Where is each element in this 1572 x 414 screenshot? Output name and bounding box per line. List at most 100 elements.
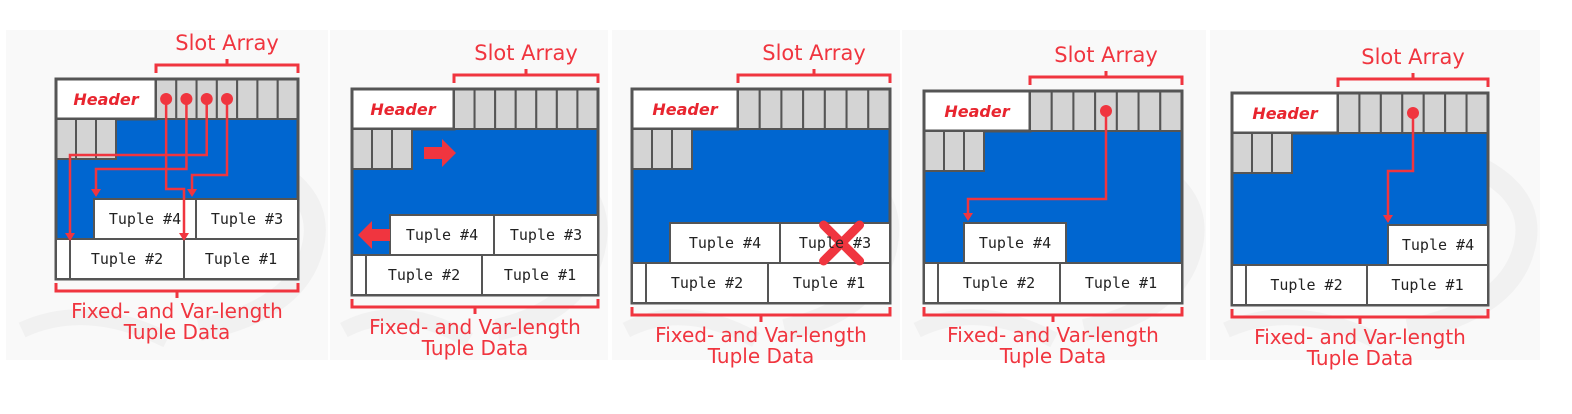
watermark-swoosh: [622, 309, 760, 348]
tuple-data-label-line1: Fixed- and Var-length: [655, 323, 867, 347]
header-cell: [630, 87, 740, 131]
tuple-box: [183, 238, 299, 280]
slot-pointer-line: [966, 111, 1108, 215]
slot-cell-overflow: [651, 128, 673, 170]
slot-pointer-dot: [180, 93, 193, 105]
diagram-graphics: [6, 30, 328, 360]
tuple-label: Tuple #2: [387, 266, 461, 284]
slot-pointer-line: [68, 99, 208, 237]
tuple-label: Tuple #3: [509, 226, 583, 244]
slot-cell: [758, 88, 783, 130]
slot-pointer-dot: [160, 93, 173, 105]
slot-cell: [802, 88, 826, 130]
arrow-head: [65, 233, 75, 241]
tuple-box: [365, 254, 483, 296]
tuple-data-bracket: [350, 299, 600, 314]
tuple-box: [1059, 262, 1183, 304]
header-label: Header: [73, 89, 139, 109]
slot-cell-overflow: [631, 128, 653, 170]
tuple-data-label-line2: Tuple Data: [1306, 346, 1414, 370]
slot-pointer-line: [1386, 113, 1415, 217]
watermark-swoosh: [340, 309, 473, 347]
slot-cell: [236, 78, 259, 120]
tuple-label: Tuple #2: [962, 274, 1036, 292]
tuple-label: Tuple #3: [798, 234, 872, 252]
slot-cell: [453, 88, 476, 130]
tuple-box: [1245, 264, 1368, 306]
tuple-label: Tuple #4: [1401, 236, 1475, 254]
slot-cell: [1379, 92, 1404, 134]
tuple-label: Tuple #1: [503, 266, 577, 284]
tuple-data-label-line1: Fixed- and Var-length: [71, 299, 283, 323]
tuple-box: [389, 214, 495, 256]
slot-cell: [576, 88, 600, 130]
tuple-label: Tuple #1: [792, 274, 866, 292]
diagram-graphics: [902, 30, 1206, 360]
tuple-box: [195, 198, 299, 240]
slot-array-label: Slot Array: [1361, 45, 1465, 69]
tuple-label: Tuple #4: [978, 234, 1052, 252]
tuple-data-label-line2: Tuple Data: [123, 320, 231, 344]
slot-cell: [1337, 92, 1361, 134]
slot-cell: [514, 88, 538, 130]
slot-array-bracket: [1028, 71, 1184, 85]
header-label: Header: [370, 99, 436, 119]
tuple-data-bracket: [922, 307, 1184, 322]
tuple-data-bracket: [1230, 309, 1490, 324]
slot-cell: [494, 88, 517, 130]
slot-cell: [535, 88, 558, 130]
slot-cell-overflow: [95, 118, 117, 160]
tuple-box: [779, 222, 891, 264]
slot-cell: [1465, 92, 1490, 134]
header-label: Header: [1252, 103, 1318, 123]
slot-array-label: Slot Array: [175, 31, 279, 55]
slot-pointer-line: [94, 99, 188, 193]
slot-cell-overflow: [943, 130, 965, 172]
slot-cell: [1072, 90, 1097, 132]
tuple-label: Tuple #3: [210, 210, 284, 228]
tuple-label: Tuple #4: [405, 226, 479, 244]
tuple-label: Tuple #4: [688, 234, 762, 252]
tuple-data-label-line2: Tuple Data: [707, 344, 815, 368]
arrow-head: [963, 213, 973, 221]
slot-cell-overflow: [55, 118, 77, 160]
slot-cell-overflow: [351, 128, 373, 170]
slot-pointer-dot: [200, 93, 213, 105]
slot-array-bracket: [452, 69, 600, 83]
slot-cell-overflow: [371, 128, 393, 170]
watermark-swoosh: [18, 309, 171, 348]
arrow-head: [1383, 215, 1393, 223]
fixed-length-strip: [55, 238, 71, 280]
slot-cell: [1115, 90, 1140, 132]
tuple-data-bracket: [630, 307, 892, 322]
slot-pointer-line: [164, 99, 186, 237]
tuple-data-bracket: [54, 283, 300, 298]
header-label: Header: [944, 101, 1010, 121]
watermark-swoosh: [913, 309, 1058, 348]
slot-cell: [1137, 90, 1162, 132]
tuple-label: Tuple #2: [90, 250, 164, 268]
tuple-data-label-line2: Tuple Data: [421, 336, 529, 360]
arrow-head: [187, 189, 197, 197]
slot-cell: [555, 88, 579, 130]
delete-x-icon: [819, 220, 865, 266]
grow-right-arrow: [424, 139, 456, 167]
slot-pointer-dot: [221, 93, 233, 105]
tuple-box: [93, 198, 197, 240]
slot-cell-overflow: [963, 130, 985, 172]
slot-cell: [1050, 90, 1075, 132]
slot-array-bracket: [736, 69, 892, 83]
tuple-label: Tuple #1: [204, 250, 278, 268]
slot-array-bracket: [1336, 73, 1490, 87]
slot-cell-overflow: [1231, 132, 1253, 174]
fixed-length-strip: [1231, 264, 1247, 306]
slot-cell: [845, 88, 870, 130]
tuple-box: [669, 222, 781, 264]
